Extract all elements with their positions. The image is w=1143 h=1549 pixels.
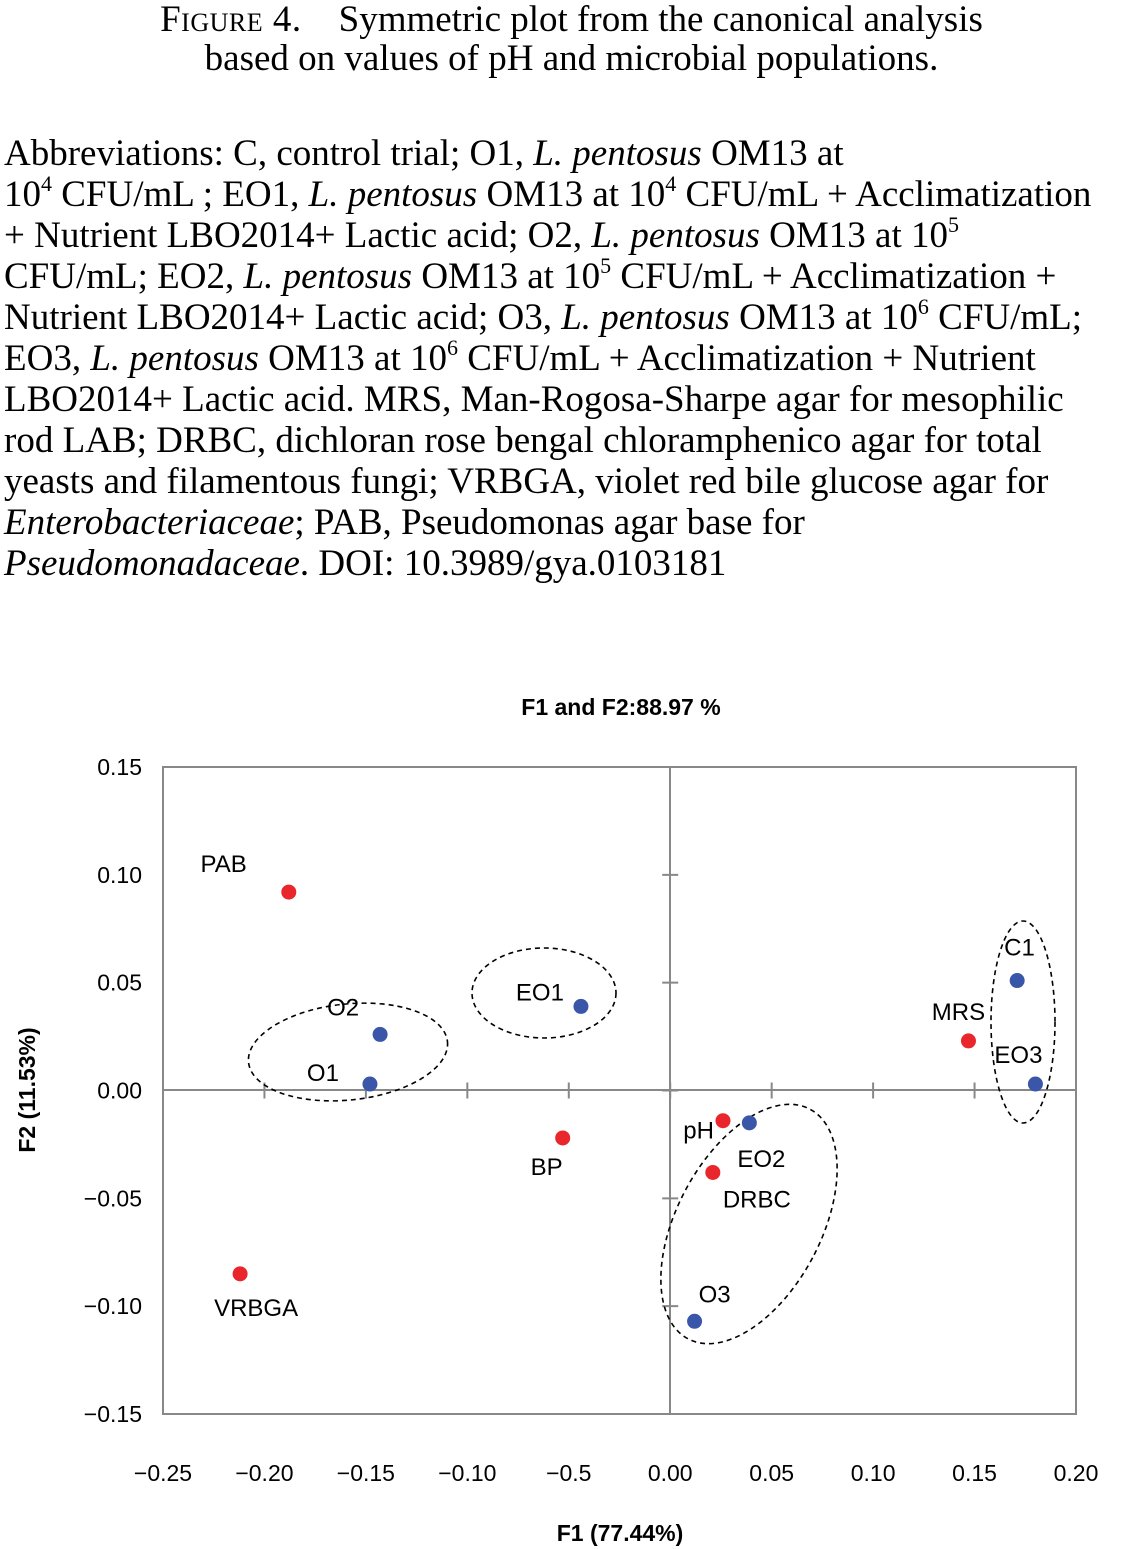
exponent: 6 (446, 335, 458, 360)
y-tick-label: 0.10 (97, 862, 142, 888)
point-o1 (362, 1076, 378, 1092)
figure-title: Figure 4. Symmetric plot from the canoni… (0, 0, 1143, 78)
species-name: L. pentosus (561, 297, 730, 338)
y-tick-label: −0.15 (84, 1401, 142, 1427)
y-tick-label: −0.10 (84, 1293, 142, 1319)
x-tick-label: 0.10 (851, 1460, 896, 1486)
figure-title-line2: based on values of pH and microbial popu… (204, 38, 939, 79)
tick-labels: −0.25 −0.20 −0.15 −0.10 −0.5 0.00 0.05 0.10 0.15… (84, 754, 1099, 1486)
point-label-eo3: EO3 (994, 1042, 1042, 1069)
abbrev-text: CFU/mL ; EO1, (52, 174, 309, 215)
point-ph (715, 1113, 731, 1129)
abbrev-text: CFU/mL; EO2, (4, 256, 244, 297)
x-tick-label: 0.00 (648, 1460, 693, 1486)
x-tick-label: −0.15 (337, 1460, 395, 1486)
y-tick-label: 0.00 (97, 1078, 142, 1104)
exponent: 4 (41, 171, 52, 196)
point-eo3 (1027, 1076, 1043, 1092)
point-label-vrbga: VRBGA (214, 1295, 298, 1322)
point-pab (281, 884, 297, 900)
abbrev-text: CFU/mL; EO3, (4, 297, 1083, 379)
point-eo1 (573, 998, 589, 1014)
ellipse-c1-eo3 (990, 920, 1056, 1124)
abbrev-text: OM13 at 10 (477, 174, 666, 215)
exponent: 4 (665, 171, 677, 196)
ellipse-eo2-o3 (660, 1103, 838, 1345)
point-label-mrs: MRS (932, 999, 985, 1026)
abbrev-text: OM13 at 10 (412, 256, 601, 297)
y-tick-label: −0.05 (84, 1185, 142, 1211)
species-name: L. pentosus (243, 256, 413, 297)
point-label-o3: O3 (699, 1281, 731, 1308)
axis-ticks (162, 766, 1077, 1415)
point-label-o1: O1 (307, 1060, 339, 1087)
exponent: 5 (948, 212, 959, 237)
point-label-pab: PAB (201, 851, 247, 878)
point-label-o2: O2 (327, 994, 359, 1021)
point-label-eo2: EO2 (737, 1146, 785, 1173)
point-label-c1: C1 (1004, 935, 1035, 962)
abbrev-text: 10 (4, 174, 41, 215)
abbrev-text: OM13 at 10 (759, 215, 948, 256)
point-label-eo1: EO1 (516, 979, 564, 1006)
species-name: L. pentosus (533, 133, 702, 174)
point-vrbga (232, 1266, 248, 1282)
ellipse-eo1 (471, 947, 617, 1039)
exponent: 6 (917, 294, 929, 319)
point-drbc (705, 1164, 721, 1180)
chart-title: F1 and F2:88.97 % (521, 694, 720, 720)
abbrev-text: CFU/mL + Acclimatization + Nutrient LBO2… (4, 338, 1064, 502)
x-tick-label: −0.5 (546, 1460, 591, 1486)
abbrev-text: CFU/mL + Acclimatization + Nutrient LBO2… (4, 174, 1092, 256)
group-ellipses (247, 920, 1056, 1345)
x-tick-label: 0.20 (1054, 1460, 1099, 1486)
y-axis-label: F2 (11.53%) (14, 1027, 40, 1152)
x-tick-label: −0.20 (235, 1460, 293, 1486)
species-name: L. pentosus (90, 338, 259, 379)
figure-caption: Figure 4. Symmetric plot from the canoni… (0, 0, 1143, 584)
abbrev-text: . DOI: 10.3989/gya.0103181 (299, 543, 727, 584)
abbrev-text: OM13 at 10 (729, 297, 918, 338)
point-o2 (372, 1026, 388, 1042)
abbrev-text: ; PAB, Pseudomonas agar base for (294, 502, 805, 543)
abbrev-text: Abbreviations: C, control trial; O1, (4, 133, 534, 174)
ellipse-o1-o2 (247, 1002, 449, 1102)
x-tick-label: 0.05 (749, 1460, 794, 1486)
figure-label: Figure 4. (160, 0, 302, 40)
species-name: L. pentosus (308, 174, 478, 215)
x-tick-label: 0.15 (952, 1460, 997, 1486)
point-o3 (687, 1313, 703, 1329)
abbrev-text: OM13 at (701, 133, 844, 174)
point-label-ph: pH (683, 1118, 714, 1145)
exponent: 5 (600, 253, 612, 278)
species-name: L. pentosus (591, 215, 760, 256)
abbreviations-paragraph: Abbreviations: C, control trial; O1, L. … (4, 133, 1104, 584)
point-c1 (1009, 973, 1025, 989)
abbrev-text: CFU/mL + Acclimatization + Nutrient LBO2… (4, 256, 1057, 338)
point-label-bp: BP (531, 1154, 563, 1181)
point-bp (555, 1130, 571, 1146)
abbrev-text: OM13 at 10 (258, 338, 447, 379)
x-tick-label: −0.10 (438, 1460, 496, 1486)
scatter-chart: F1 and F2:88.97 % −0.25−0.20−0.15−0.10−0… (14, 694, 1099, 1546)
figure-title-line1: Symmetric plot from the canonical analys… (338, 0, 983, 40)
point-eo2 (741, 1115, 757, 1131)
family-name: Pseudomonadaceae (4, 543, 300, 584)
family-name: Enterobacteriaceae (4, 502, 295, 543)
point-label-drbc: DRBC (723, 1186, 791, 1213)
x-axis-label: F1 (77.44%) (557, 1520, 684, 1546)
point-mrs (960, 1033, 976, 1049)
y-tick-label: 0.15 (97, 754, 142, 780)
y-tick-label: 0.05 (97, 970, 142, 996)
x-tick-label: −0.25 (134, 1460, 192, 1486)
